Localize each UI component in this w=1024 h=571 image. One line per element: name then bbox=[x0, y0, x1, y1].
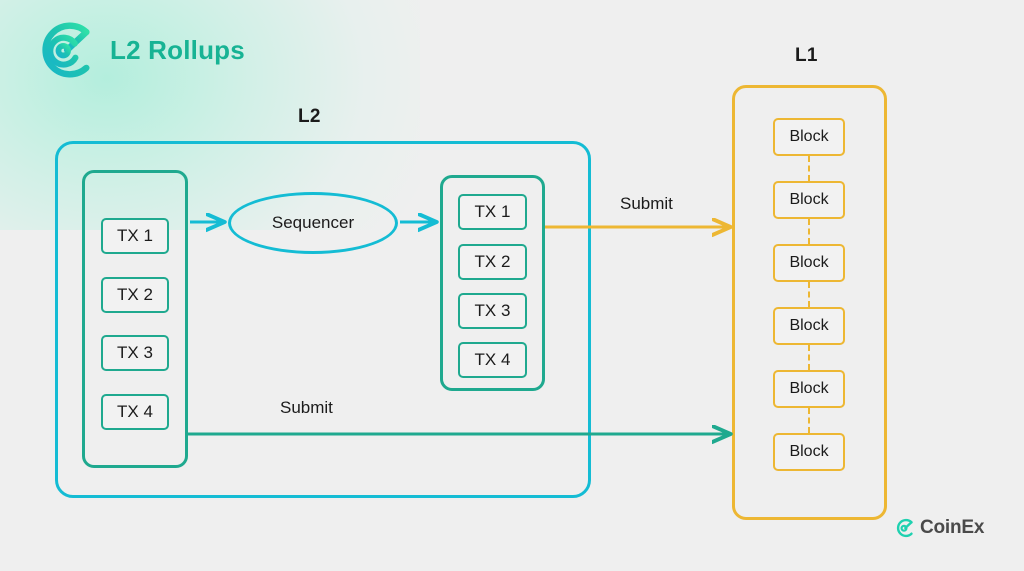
l1-block[interactable]: Block bbox=[773, 118, 845, 156]
submit-bottom-label: Submit bbox=[280, 398, 333, 417]
pending-tx-group bbox=[82, 170, 188, 468]
l1-block[interactable]: Block bbox=[773, 307, 845, 345]
l2-section-label: L2 bbox=[298, 106, 321, 127]
coinex-wordmark: CoinEx bbox=[920, 517, 985, 538]
coinex-mark-icon bbox=[896, 518, 913, 538]
l1-block[interactable]: Block bbox=[773, 433, 845, 471]
pending-tx-item[interactable]: TX 4 bbox=[101, 394, 169, 430]
ordered-tx-item[interactable]: TX 3 bbox=[458, 293, 527, 329]
pending-tx-item[interactable]: TX 3 bbox=[101, 335, 169, 371]
block-link-dashed bbox=[808, 345, 810, 370]
l1-block[interactable]: Block bbox=[773, 370, 845, 408]
ordered-tx-item[interactable]: TX 2 bbox=[458, 244, 527, 280]
l1-section-label: L1 bbox=[795, 45, 818, 66]
l1-block[interactable]: Block bbox=[773, 244, 845, 282]
ordered-tx-item[interactable]: TX 1 bbox=[458, 194, 527, 230]
header: L2 Rollups bbox=[30, 18, 245, 82]
pending-tx-item[interactable]: TX 1 bbox=[101, 218, 169, 254]
pending-tx-item[interactable]: TX 2 bbox=[101, 277, 169, 313]
block-link-dashed bbox=[808, 219, 810, 244]
block-link-dashed bbox=[808, 408, 810, 433]
page-title: L2 Rollups bbox=[110, 34, 245, 65]
l1-container bbox=[732, 85, 887, 520]
l2-container bbox=[55, 141, 591, 498]
block-link-dashed bbox=[808, 156, 810, 181]
block-link-dashed bbox=[808, 282, 810, 307]
l1-block[interactable]: Block bbox=[773, 181, 845, 219]
coinex-swirl-logo-icon bbox=[42, 22, 90, 78]
ordered-tx-group bbox=[440, 175, 545, 391]
submit-top-label: Submit bbox=[620, 194, 673, 213]
ordered-tx-item[interactable]: TX 4 bbox=[458, 342, 527, 378]
sequencer-node[interactable]: Sequencer bbox=[228, 192, 398, 254]
coinex-brand: CoinEx bbox=[893, 517, 984, 539]
